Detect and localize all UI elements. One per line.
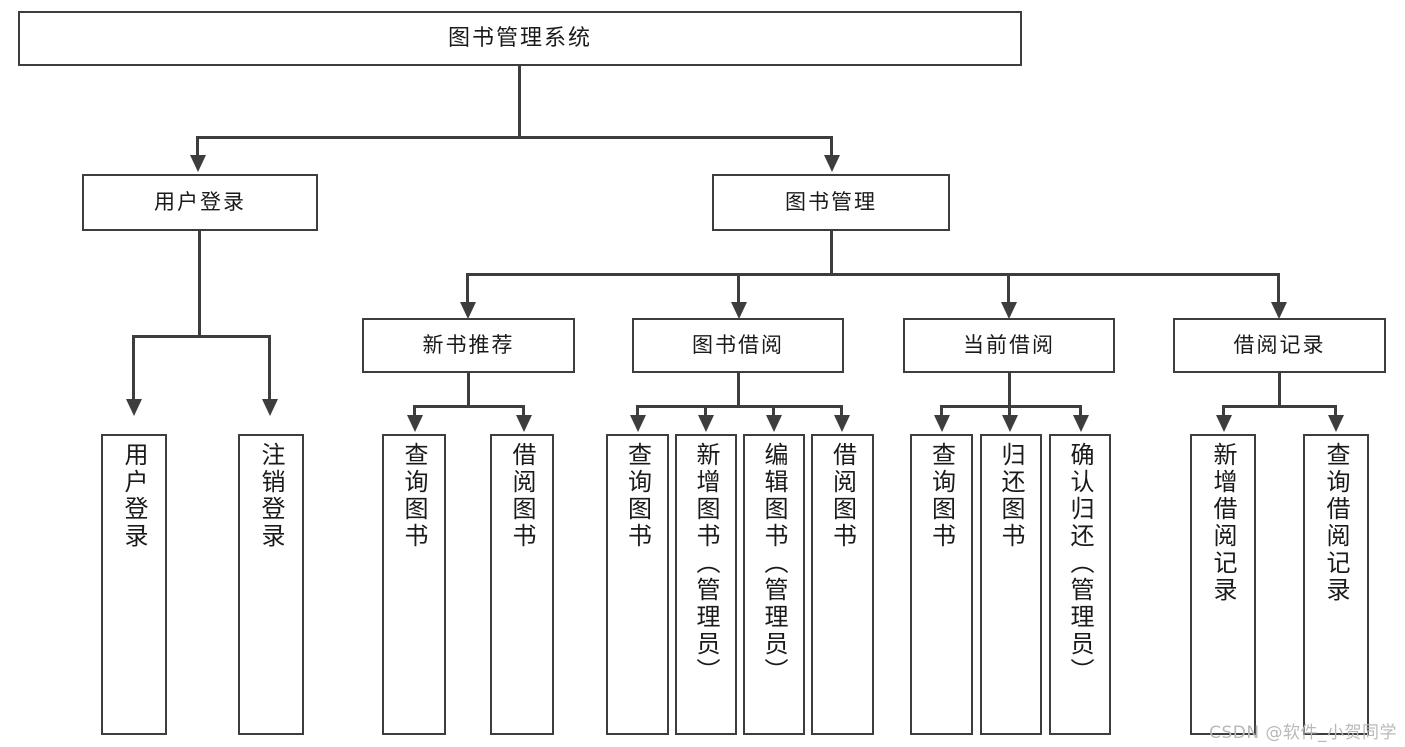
node-book-manage-label: 图书管理 (785, 190, 877, 215)
node-leaf-add-record[interactable]: 新增借阅记录 (1190, 434, 1256, 735)
edge-book-borrow-drop-1 (636, 405, 639, 423)
edge-book-manage-drop-2 (737, 273, 740, 309)
arrow-to-borrow-record (1271, 302, 1287, 319)
arrow-to-leaf-add-book (698, 415, 714, 432)
node-current-borrow-label: 当前借阅 (963, 333, 1055, 358)
node-borrow-record-label: 借阅记录 (1233, 333, 1326, 358)
node-leaf-query-book-3-label: 查询图书 (927, 442, 956, 550)
node-leaf-confirm-return-label: 确认归还（管理员） (1066, 442, 1094, 685)
node-book-borrow-label: 图书借阅 (692, 333, 784, 358)
node-leaf-query-book-2-label: 查询图书 (623, 442, 652, 550)
node-leaf-query-record[interactable]: 查询借阅记录 (1303, 434, 1369, 735)
node-leaf-borrow-book-1[interactable]: 借阅图书 (490, 434, 554, 735)
edge-book-borrow-stem (737, 373, 740, 407)
arrow-to-leaf-query-book-3 (934, 415, 950, 432)
edge-book-manage-drop-1 (466, 273, 469, 309)
node-borrow-record[interactable]: 借阅记录 (1173, 318, 1386, 373)
node-user-login[interactable]: 用户登录 (82, 174, 318, 231)
edge-new-book-bus (413, 405, 525, 408)
node-new-book-recommend-label: 新书推荐 (422, 333, 515, 358)
node-leaf-add-record-label: 新增借阅记录 (1209, 442, 1237, 604)
arrow-to-leaf-add-record (1216, 415, 1232, 432)
arrow-to-leaf-query-record (1328, 415, 1344, 432)
edge-book-manage-bus (466, 273, 1280, 276)
edge-book-manage-stem (830, 231, 833, 275)
node-leaf-add-book[interactable]: 新增图书（管理员） (675, 434, 737, 735)
edge-current-borrow-bus (940, 405, 1082, 408)
node-leaf-user-login-label: 用户登录 (120, 442, 148, 550)
node-book-manage[interactable]: 图书管理 (712, 174, 950, 231)
arrow-to-user-login (190, 155, 206, 172)
edge-root-drop-left (196, 136, 199, 162)
node-leaf-return-book-label: 归还图书 (997, 442, 1025, 550)
node-new-book-recommend[interactable]: 新书推荐 (362, 318, 575, 373)
node-root-label: 图书管理系统 (447, 25, 592, 51)
edge-current-borrow-stem (1008, 373, 1011, 407)
node-leaf-query-book-1-label: 查询图书 (400, 442, 428, 550)
node-leaf-query-book-2[interactable]: 查询图书 (606, 434, 669, 735)
node-leaf-user-login[interactable]: 用户登录 (101, 434, 167, 735)
arrow-to-leaf-edit-book (766, 415, 782, 432)
edge-user-login-drop-2 (268, 335, 271, 405)
edge-current-borrow-drop-3 (1079, 405, 1082, 423)
edge-new-book-drop-1 (413, 405, 416, 423)
node-leaf-add-book-label: 新增图书（管理员） (692, 442, 720, 685)
watermark-text: CSDN @软件_小贺同学 (1209, 723, 1397, 743)
edge-user-login-drop-1 (132, 335, 135, 405)
arrow-to-leaf-logout-login (262, 399, 278, 416)
edge-book-manage-drop-4 (1277, 273, 1280, 309)
edge-book-manage-drop-3 (1007, 273, 1010, 309)
arrow-to-leaf-borrow-book-2 (834, 415, 850, 432)
node-leaf-query-book-3[interactable]: 查询图书 (910, 434, 973, 735)
node-leaf-edit-book[interactable]: 编辑图书（管理员） (743, 434, 805, 735)
node-leaf-borrow-book-2-label: 借阅图书 (828, 442, 857, 550)
arrow-to-leaf-user-login (126, 399, 142, 416)
edge-book-borrow-bus (636, 405, 843, 408)
node-leaf-logout-login-label: 注销登录 (257, 442, 285, 550)
arrow-to-leaf-query-book-2 (630, 415, 646, 432)
arrow-to-new-book-recommend (460, 302, 476, 319)
node-current-borrow[interactable]: 当前借阅 (903, 318, 1115, 373)
edge-root-drop-right (830, 136, 833, 162)
node-leaf-borrow-book-2[interactable]: 借阅图书 (811, 434, 874, 735)
edge-book-borrow-drop-4 (840, 405, 843, 423)
node-leaf-edit-book-label: 编辑图书（管理员） (760, 442, 788, 685)
edge-root-bus (196, 136, 833, 139)
edge-new-book-stem (467, 373, 470, 407)
node-leaf-return-book[interactable]: 归还图书 (980, 434, 1042, 735)
edge-book-borrow-drop-2 (704, 405, 707, 423)
arrow-to-book-manage (824, 155, 840, 172)
node-leaf-confirm-return[interactable]: 确认归还（管理员） (1049, 434, 1111, 735)
edge-new-book-drop-2 (522, 405, 525, 423)
edge-current-borrow-drop-1 (940, 405, 943, 423)
node-root[interactable]: 图书管理系统 (18, 11, 1022, 66)
edge-root-stem (518, 66, 521, 138)
arrow-to-book-borrow (731, 302, 747, 319)
edge-borrow-record-drop-1 (1222, 405, 1225, 423)
node-leaf-query-book-1[interactable]: 查询图书 (382, 434, 446, 735)
node-user-login-label: 用户登录 (154, 190, 246, 215)
arrow-to-current-borrow (1001, 302, 1017, 319)
node-leaf-logout-login[interactable]: 注销登录 (238, 434, 304, 735)
node-leaf-borrow-book-1-label: 借阅图书 (508, 442, 536, 550)
edge-book-borrow-drop-3 (772, 405, 775, 423)
edge-borrow-record-bus (1222, 405, 1337, 408)
edge-current-borrow-drop-2 (1008, 405, 1011, 423)
node-leaf-query-record-label: 查询借阅记录 (1322, 442, 1350, 604)
arrow-to-leaf-return-book (1002, 415, 1018, 432)
arrow-to-leaf-query-book-1 (407, 415, 423, 432)
arrow-to-leaf-borrow-book-1 (516, 415, 532, 432)
edge-borrow-record-stem (1278, 373, 1281, 407)
node-book-borrow[interactable]: 图书借阅 (632, 318, 844, 373)
edge-user-login-stem (198, 231, 201, 337)
arrow-to-leaf-confirm-return (1073, 415, 1089, 432)
edge-borrow-record-drop-2 (1334, 405, 1337, 423)
edge-user-login-bus (132, 335, 271, 338)
